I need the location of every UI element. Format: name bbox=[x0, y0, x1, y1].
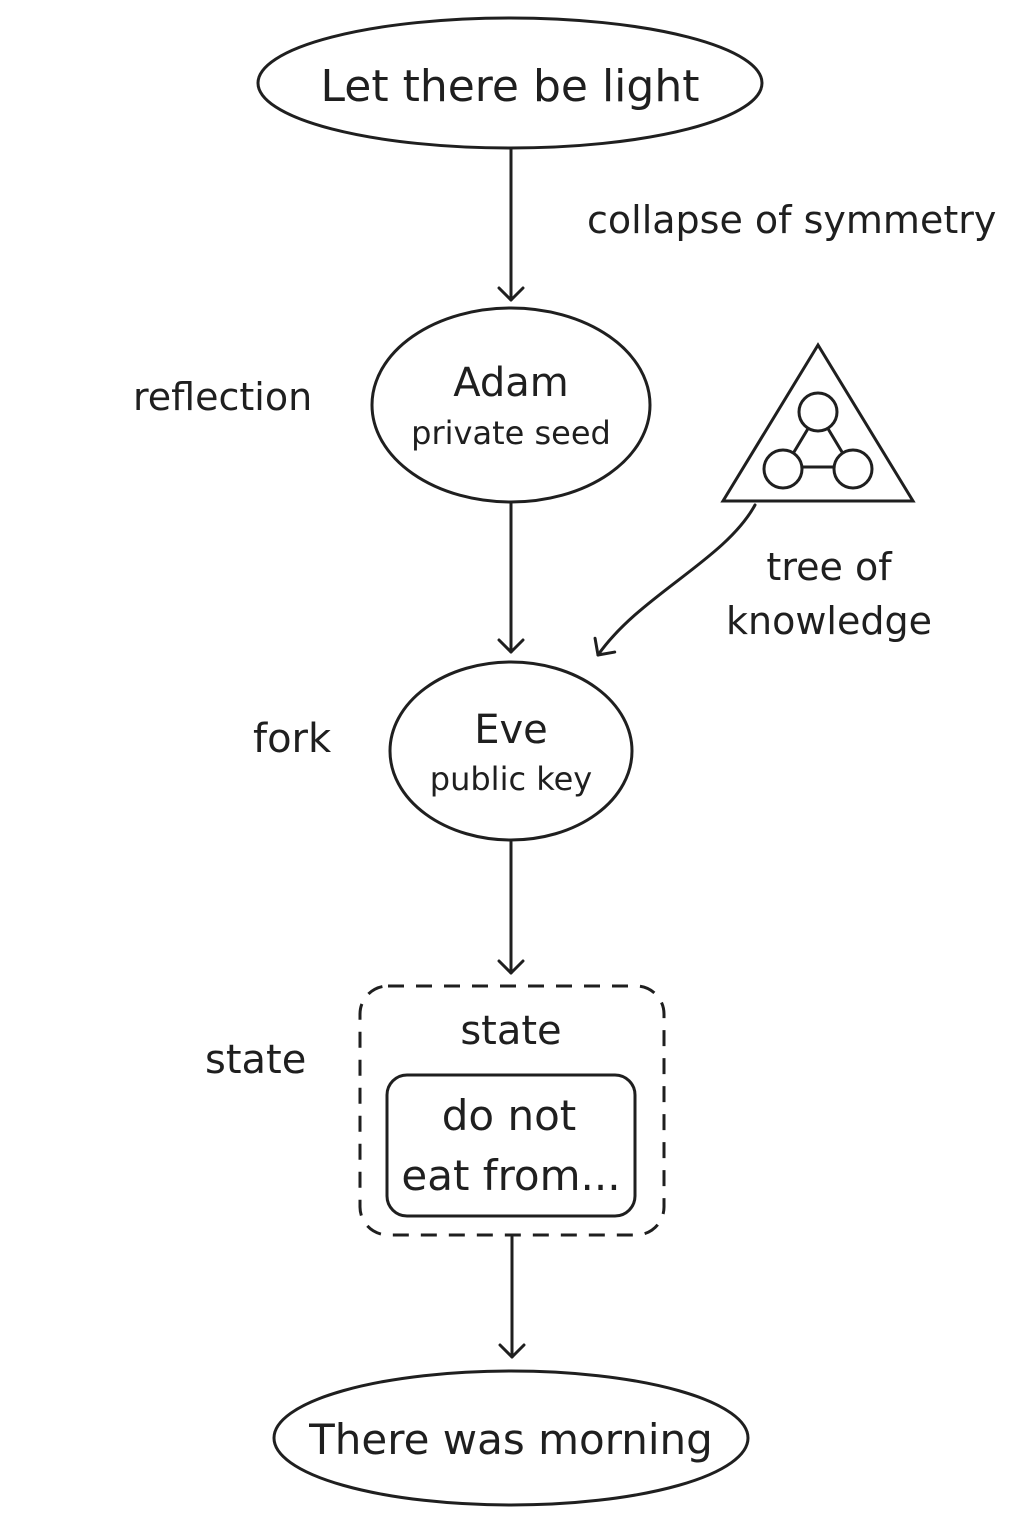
start-node-label: Let there be light bbox=[321, 61, 700, 112]
eve-node-subtitle: public key bbox=[430, 760, 592, 798]
state-rule-line1: do not bbox=[442, 1091, 577, 1140]
arrow-tree-to-eve bbox=[593, 503, 757, 657]
state-rule-box bbox=[385, 1073, 637, 1218]
tree-label-line1: tree of bbox=[766, 545, 893, 589]
adam-node: Adam private seed bbox=[370, 306, 652, 504]
adam-node-title: Adam bbox=[453, 360, 569, 406]
side-label-reflection: reflection bbox=[133, 375, 312, 419]
end-node-label: There was morning bbox=[308, 1415, 713, 1464]
start-node: Let there be light bbox=[256, 16, 764, 150]
end-node: There was morning bbox=[272, 1369, 750, 1507]
side-label-fork: fork bbox=[253, 716, 332, 762]
triangle-graph-icon bbox=[720, 342, 916, 503]
eve-node-title: Eve bbox=[474, 707, 548, 753]
edge-label-collapse: collapse of symmetry bbox=[587, 198, 996, 242]
eve-node: Eve public key bbox=[388, 660, 634, 842]
state-container-title: state bbox=[460, 1008, 561, 1054]
state-rule-line2: eat from... bbox=[401, 1151, 620, 1200]
state-container: state do not eat from... bbox=[358, 984, 666, 1237]
side-label-state: state bbox=[205, 1037, 306, 1083]
tree-label-line2: knowledge bbox=[726, 599, 932, 643]
adam-node-subtitle: private seed bbox=[411, 414, 611, 452]
